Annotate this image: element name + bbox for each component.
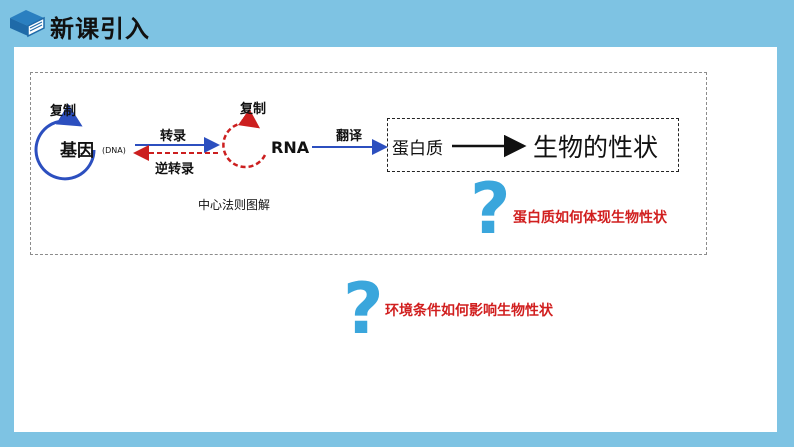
replicate-label-dna: 复制 xyxy=(50,104,77,119)
central-dogma-frame xyxy=(30,72,707,255)
content-panel xyxy=(14,47,777,432)
replicate-label-rna: 复制 xyxy=(240,102,267,117)
question-mark-icon: ? xyxy=(343,268,384,350)
dna-replication-loop xyxy=(34,103,96,181)
rna-label: RNA xyxy=(271,138,310,157)
transcription-label: 转录 xyxy=(160,129,187,144)
translation-label: 翻译 xyxy=(336,129,363,144)
diagram-caption: 中心法则图解 xyxy=(198,198,271,212)
dna-label: (DNA) xyxy=(102,146,126,155)
traits-label: 生物的性状 xyxy=(533,133,659,162)
protein-label: 蛋白质 xyxy=(392,139,443,159)
rna-replication-loop xyxy=(222,108,267,169)
header: 新课引入 xyxy=(0,0,794,46)
gene-label: 基因 xyxy=(60,141,94,161)
book-icon xyxy=(10,10,45,38)
question-environment-traits: 环境条件如何影响生物性状 xyxy=(385,303,553,319)
page-title: 新课引入 xyxy=(50,15,150,43)
question-protein-traits: 蛋白质如何体现生物性状 xyxy=(513,210,667,226)
reverse-transcription-label: 逆转录 xyxy=(155,162,195,177)
question-mark-icon: ? xyxy=(470,168,511,250)
